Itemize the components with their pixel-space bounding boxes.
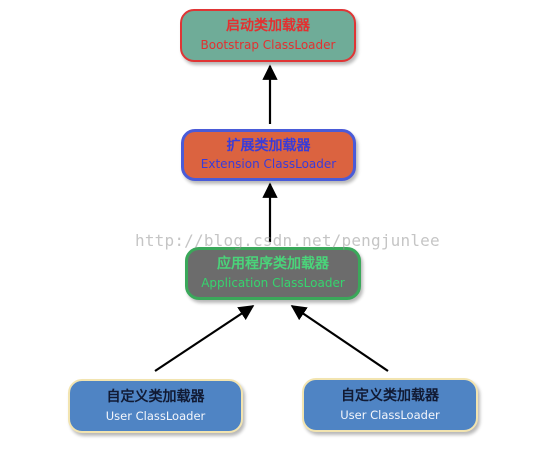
bootstrap-title: 启动类加载器 — [226, 18, 310, 35]
extension-subtitle: Extension ClassLoader — [200, 157, 337, 172]
user1-subtitle: User ClassLoader — [105, 408, 206, 423]
extension-classloader-node: 扩展类加载器 Extension ClassLoader — [181, 129, 356, 181]
extension-title: 扩展类加载器 — [226, 137, 311, 154]
application-title: 应用程序类加载器 — [217, 256, 329, 273]
application-classloader-node: 应用程序类加载器 Application ClassLoader — [185, 247, 361, 300]
user1-title: 自定义类加载器 — [106, 389, 205, 406]
user-classloader-node-left: 自定义类加载器 User ClassLoader — [68, 379, 243, 433]
user2-title: 自定义类加载器 — [341, 388, 439, 405]
arrow-user2-to-application — [290, 305, 389, 372]
user-classloader-node-right: 自定义类加载器 User ClassLoader — [302, 378, 478, 432]
application-subtitle: Application ClassLoader — [201, 275, 345, 290]
arrow-user1-to-application — [154, 305, 255, 372]
user2-subtitle: User ClassLoader — [340, 407, 440, 422]
watermark-text: http://blog.csdn.net/pengjunlee — [135, 231, 440, 250]
bootstrap-subtitle: Bootstrap ClassLoader — [200, 37, 336, 52]
bootstrap-classloader-node: 启动类加载器 Bootstrap ClassLoader — [180, 9, 356, 62]
